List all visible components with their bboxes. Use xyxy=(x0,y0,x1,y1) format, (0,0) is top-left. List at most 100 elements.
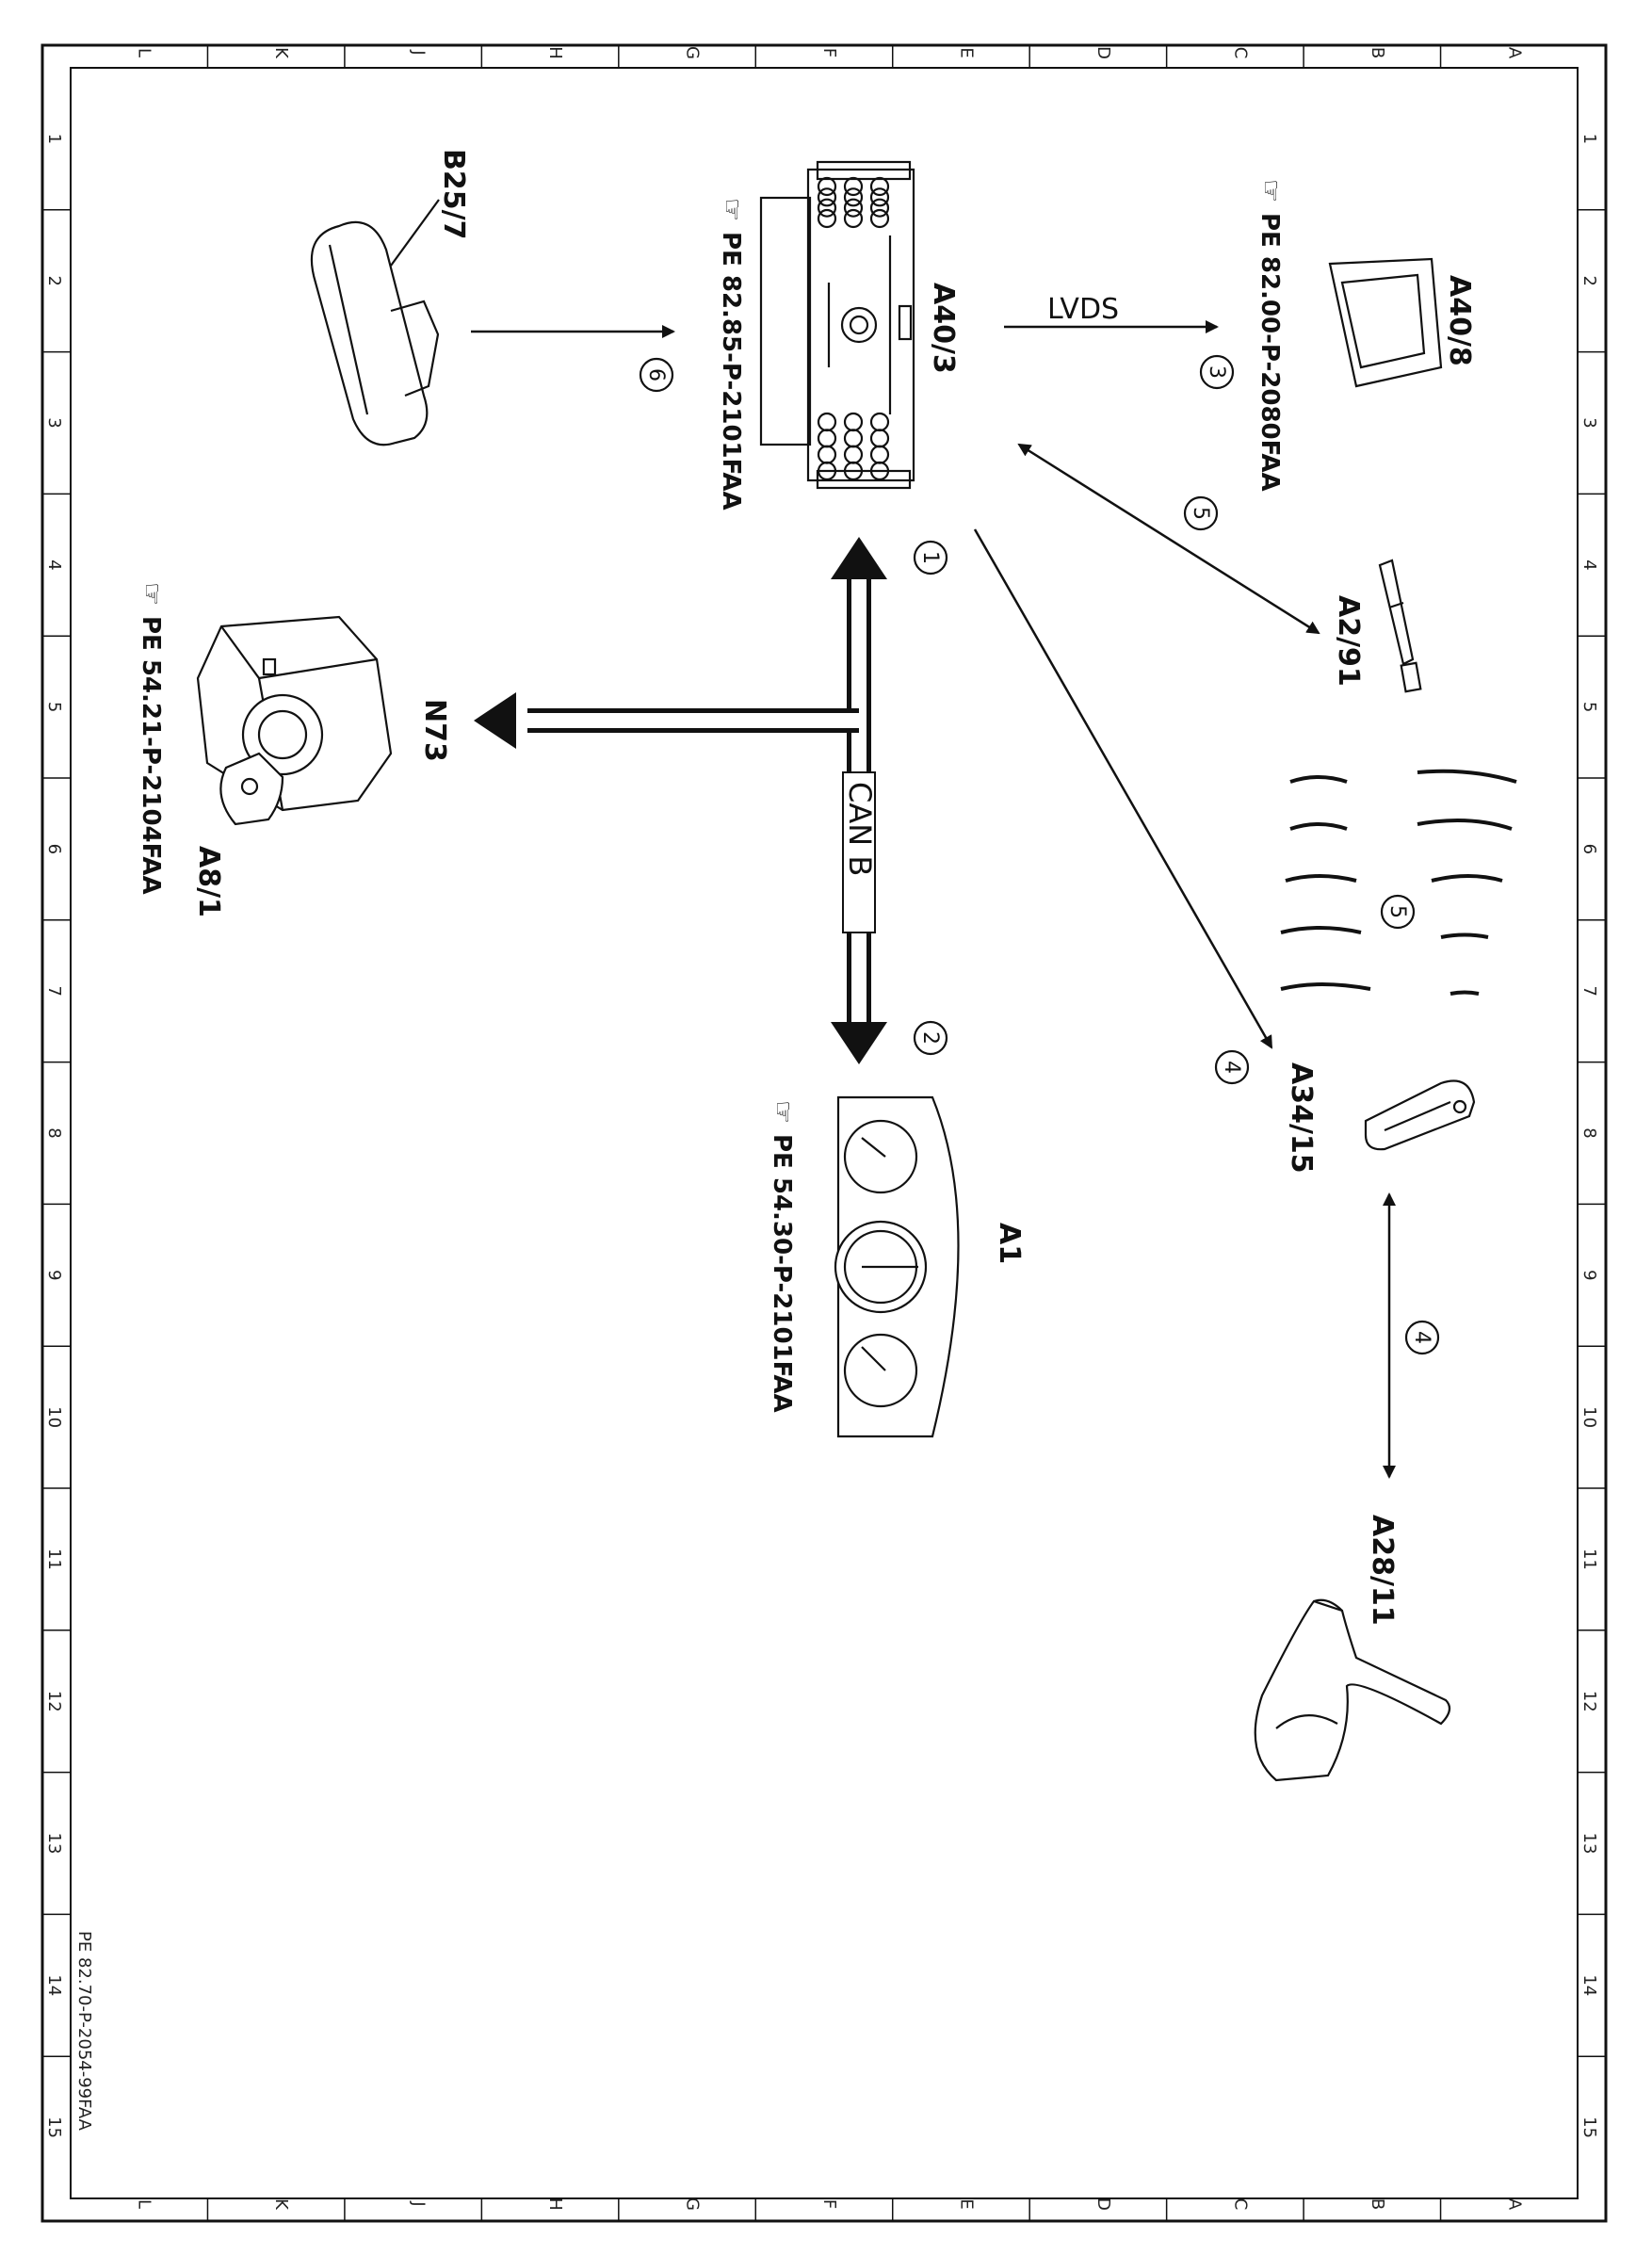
grid-row-label: 6 xyxy=(44,844,64,854)
display-icon xyxy=(1328,257,1443,388)
svg-text:5: 5 xyxy=(1385,905,1409,918)
badge-5-wireless: 5 xyxy=(1380,894,1416,930)
grid-row-label: 8 xyxy=(1579,1127,1599,1138)
grid-row-label: 9 xyxy=(44,1270,64,1280)
instrument-cluster-icon xyxy=(834,1095,960,1438)
grid-row-label: 12 xyxy=(44,1691,64,1712)
hand-pointing-icon: ☞ xyxy=(717,198,748,221)
grid-row-label: 15 xyxy=(44,2116,64,2138)
remote-arrow xyxy=(973,528,1273,1049)
grid-row-label: 15 xyxy=(1579,2116,1599,2138)
svg-text:4: 4 xyxy=(1220,1061,1243,1074)
head-unit-icon xyxy=(759,160,915,490)
hand-pointing-icon: ☞ xyxy=(137,582,168,606)
badge-4: 4 xyxy=(1214,1049,1250,1085)
grid-column-label: L xyxy=(135,2199,154,2209)
drawing-number: PE 82.70-P-2054-99FAA xyxy=(74,1931,94,2132)
wireless-waves-icon xyxy=(1280,769,1517,996)
grid-row-label: 14 xyxy=(44,1974,64,1996)
grid-column-label: J xyxy=(409,2200,429,2206)
outer-frame xyxy=(40,43,1608,2223)
svg-text:3: 3 xyxy=(1205,365,1228,379)
grid-column-label: G xyxy=(683,2197,703,2211)
grid-column-label: E xyxy=(956,2198,976,2209)
grid-column-label: D xyxy=(1093,46,1113,59)
antenna-icon xyxy=(1378,559,1422,693)
grid-row-label: 13 xyxy=(1579,1833,1599,1855)
grid-row-label: 4 xyxy=(1579,559,1599,570)
gear-selector-icon xyxy=(1254,1598,1451,1782)
grid-column-label: C xyxy=(1230,2198,1250,2211)
svg-text:6: 6 xyxy=(644,368,668,381)
grid-column-label: J xyxy=(409,49,429,55)
key-code: A8/1 xyxy=(192,846,225,917)
grid-column-label: F xyxy=(819,2199,839,2209)
grid-row-label: 2 xyxy=(1579,275,1599,285)
grid-row-label: 9 xyxy=(1579,1270,1599,1280)
display-ref: PE 82.00-P-2080FAA xyxy=(1255,213,1284,492)
mirror-code: B25/7 xyxy=(437,149,470,239)
grid-row-label: 2 xyxy=(44,275,64,285)
grid-row-label: 3 xyxy=(44,417,64,428)
grid-column-label: L xyxy=(135,48,154,57)
display-code: A40/8 xyxy=(1443,275,1476,366)
grid-column-label: A xyxy=(1504,47,1524,59)
badge-5: 5 xyxy=(1183,495,1219,531)
grid-row-label: 8 xyxy=(44,1127,64,1138)
gear-code: A28/11 xyxy=(1366,1515,1399,1626)
svg-text:1: 1 xyxy=(918,551,942,564)
grid-row-label: 5 xyxy=(1579,702,1599,712)
grid-column-label: D xyxy=(1093,2197,1113,2211)
svg-text:2: 2 xyxy=(918,1031,942,1045)
grid-column-label: H xyxy=(545,46,565,59)
mirror-icon xyxy=(310,199,440,446)
grid-row-label: 5 xyxy=(44,702,64,712)
grid-row-label: 13 xyxy=(44,1833,64,1855)
cluster-ref: PE 54.30-P-2101FAA xyxy=(768,1134,796,1413)
grid-column-label: C xyxy=(1230,47,1250,59)
hand-pointing-icon: ☞ xyxy=(1255,179,1287,203)
grid-row-label: 12 xyxy=(1579,1691,1599,1712)
badge-1: 1 xyxy=(913,540,948,576)
grid-column-label: H xyxy=(545,2197,565,2211)
grid-row-label: 7 xyxy=(44,985,64,996)
svg-text:5: 5 xyxy=(1189,507,1212,520)
grid-row-label: 6 xyxy=(1579,844,1599,854)
grid-column-label: K xyxy=(271,2198,291,2211)
grid-row-label: 11 xyxy=(1579,1549,1599,1570)
badge-6: 6 xyxy=(639,357,674,393)
can-bus-arrows xyxy=(474,537,887,1064)
ignition-switch-icon xyxy=(196,615,393,826)
grid-column-label: G xyxy=(683,46,703,59)
grid-column-label: E xyxy=(956,47,976,57)
grid-row-label: 10 xyxy=(44,1406,64,1428)
grid-row-label: 3 xyxy=(1579,417,1599,428)
grid-column-label: A xyxy=(1504,2198,1524,2211)
grid-row-label: 14 xyxy=(1579,1974,1599,1996)
badge-2: 2 xyxy=(913,1020,948,1056)
cluster-code: A1 xyxy=(993,1223,1026,1264)
remote-code: A34/15 xyxy=(1285,1062,1318,1174)
svg-text:4: 4 xyxy=(1410,1331,1433,1344)
antenna-code: A2/91 xyxy=(1332,595,1365,687)
badge-4-gear: 4 xyxy=(1404,1320,1440,1355)
ignition-code: N73 xyxy=(418,699,451,762)
grid-row-label: 11 xyxy=(44,1549,64,1570)
ignition-ref: PE 54.21-P-2104FAA xyxy=(137,616,165,895)
can-b-label: CAN B xyxy=(842,782,878,876)
grid-row-label: 1 xyxy=(1579,134,1599,144)
grid-column-label: B xyxy=(1368,47,1387,58)
badge-3: 3 xyxy=(1199,354,1235,390)
grid-column-label: F xyxy=(819,48,839,57)
grid-column-label: K xyxy=(271,47,291,59)
head-unit-ref: PE 82.85-P-2101FAA xyxy=(717,232,745,511)
inner-frame xyxy=(70,67,1579,2199)
grid-row-label: 1 xyxy=(44,134,64,144)
grid-ticks xyxy=(42,45,1606,2221)
grid-column-label: B xyxy=(1368,2198,1387,2210)
grid-row-label: 10 xyxy=(1579,1406,1599,1428)
grid-row-label: 7 xyxy=(1579,985,1599,996)
remote-key-icon xyxy=(1364,1079,1476,1151)
